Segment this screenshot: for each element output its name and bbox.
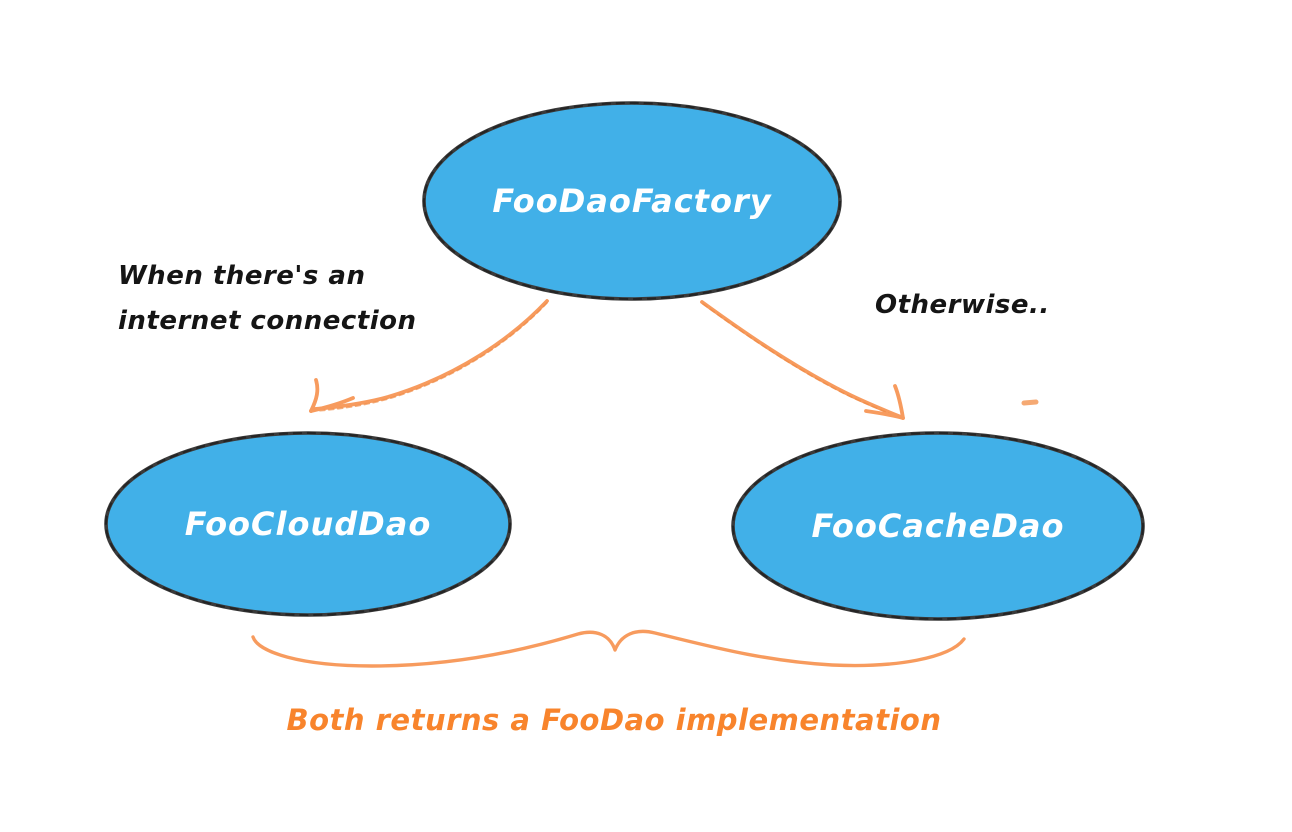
stray-mark	[1021, 399, 1039, 406]
node-fooclouddao-shape	[104, 431, 512, 617]
node-label-foocachedao: FooCacheDao	[811, 507, 1065, 545]
node-foodaofactory-shape	[422, 101, 842, 301]
arrowhead-left-icon	[309, 378, 320, 413]
edge-arrow-to-foocachedao	[700, 300, 905, 420]
node-foocachedao-shape	[731, 431, 1145, 621]
annotation-both-return-foodao: Both returns a FooDao implementation	[286, 703, 942, 737]
edge-label-internet-connection: When there's an internet connection	[118, 261, 417, 336]
brace-both-daos	[251, 629, 966, 668]
edge-arrow-to-fooclouddao	[309, 299, 549, 413]
arrowhead-right-icon	[893, 384, 905, 420]
node-label-fooclouddao: FooCloudDao	[184, 505, 432, 543]
node-label-foodaofactory: FooDaoFactory	[492, 182, 772, 220]
edge-label-otherwise: Otherwise..	[875, 290, 1050, 320]
